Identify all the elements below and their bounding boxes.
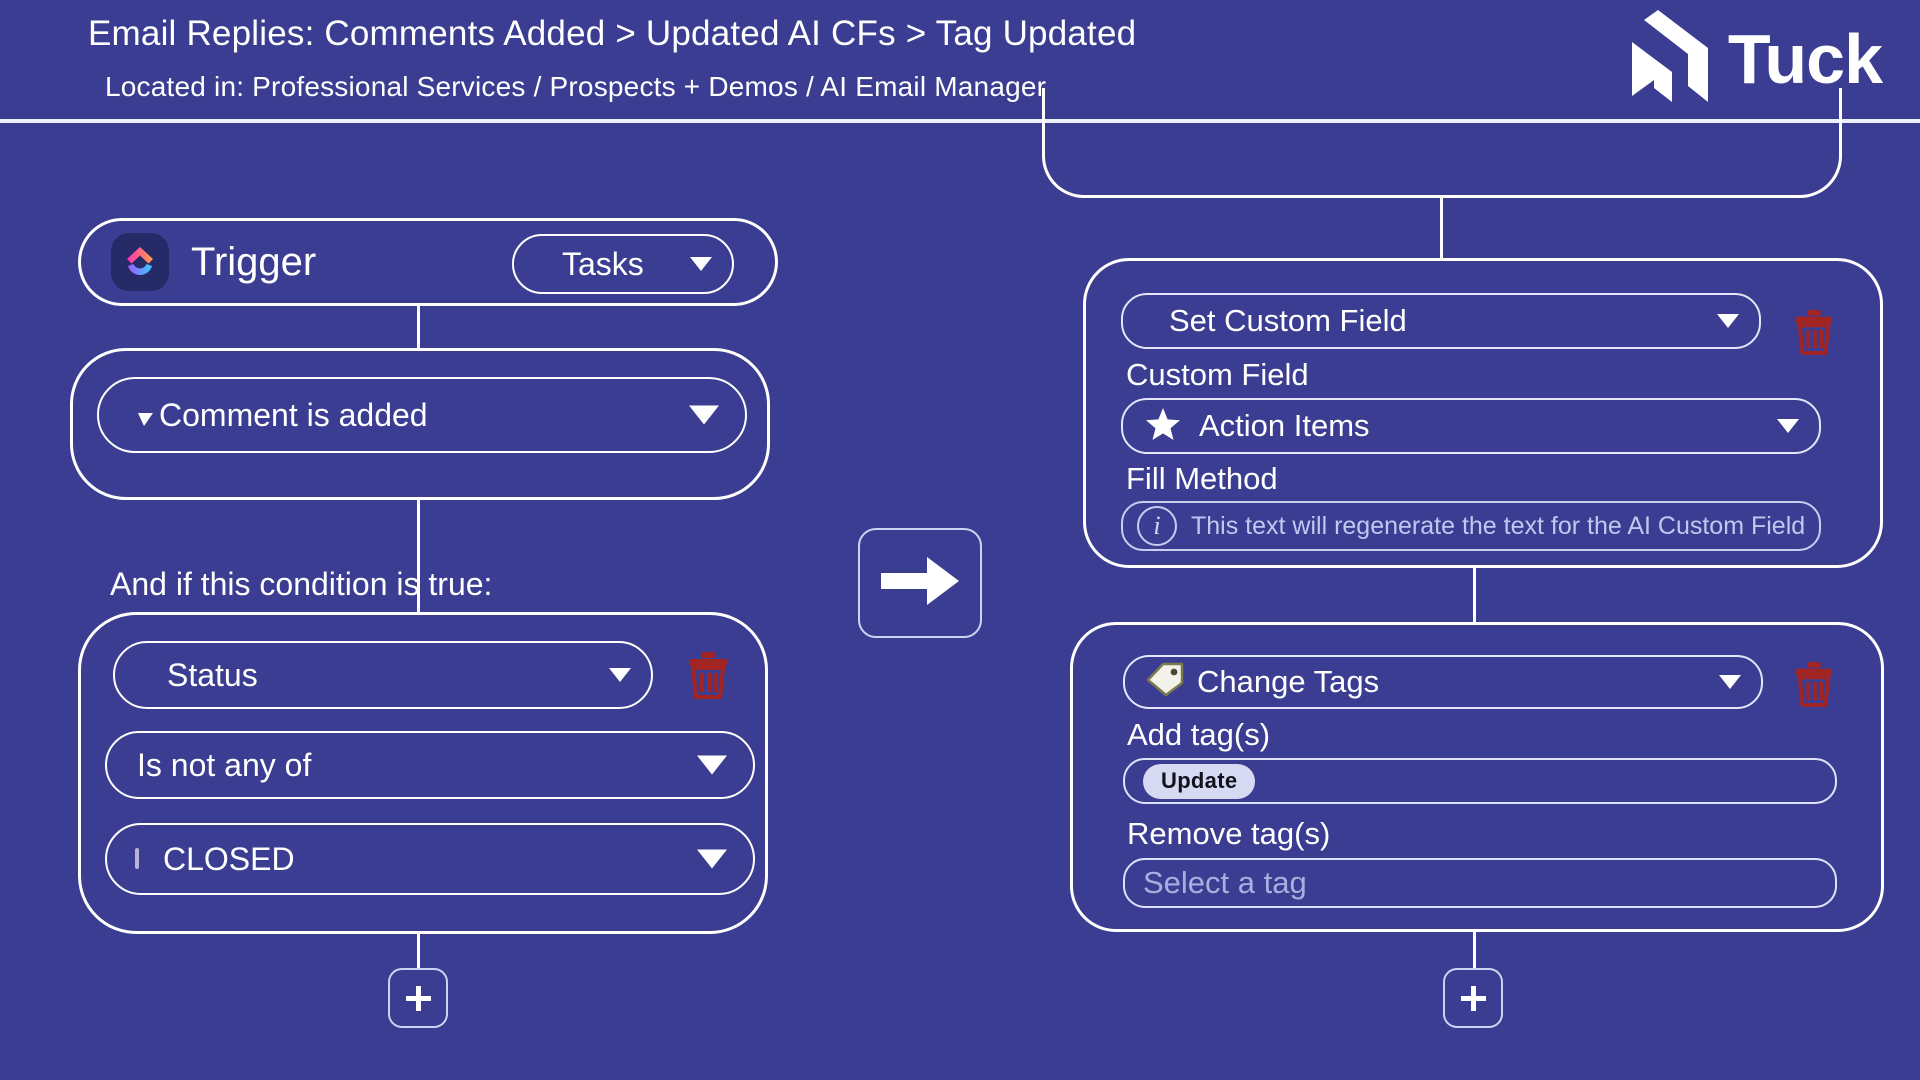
page-header: Email Replies: Comments Added > Updated … bbox=[0, 0, 1920, 119]
brand-name: Tuck bbox=[1727, 19, 1883, 98]
connector-tags-to-add bbox=[1473, 932, 1476, 970]
trash-icon[interactable] bbox=[686, 650, 730, 700]
top-connector-container bbox=[1042, 88, 1842, 198]
trigger-scope-value: Tasks bbox=[562, 245, 644, 282]
condition-operator-value: Is not any of bbox=[137, 746, 312, 783]
remove-tags-label: Remove tag(s) bbox=[1127, 816, 1331, 851]
action-type-select-cf[interactable]: Set Custom Field bbox=[1121, 293, 1761, 349]
fill-method-info-text: This text will regenerate the text for t… bbox=[1191, 511, 1806, 540]
add-tags-field[interactable]: Update bbox=[1123, 758, 1837, 804]
custom-field-select[interactable]: Action Items bbox=[1121, 398, 1821, 454]
add-step-button-left[interactable] bbox=[388, 968, 448, 1028]
status-color-swatch bbox=[135, 848, 139, 869]
trigger-label: Trigger bbox=[191, 239, 317, 284]
chevron-down-icon bbox=[1777, 419, 1799, 433]
action-type-value-tags: Change Tags bbox=[1197, 664, 1380, 699]
condition-operator-select[interactable]: Is not any of bbox=[105, 731, 755, 799]
connector-condition-to-add bbox=[417, 934, 420, 970]
event-select[interactable]: Comment is added bbox=[97, 377, 747, 453]
action-type-value-cf: Set Custom Field bbox=[1169, 303, 1407, 338]
condition-value-text: CLOSED bbox=[163, 840, 295, 877]
brand-logo: Tuck bbox=[1622, 8, 1883, 109]
page-title: Email Replies: Comments Added > Updated … bbox=[88, 14, 1137, 53]
remove-tags-placeholder: Select a tag bbox=[1143, 865, 1307, 900]
chevron-down-icon bbox=[1719, 675, 1741, 689]
event-node: Comment is added bbox=[70, 348, 770, 500]
trigger-scope-select[interactable]: Tasks bbox=[512, 234, 734, 294]
condition-value-select[interactable]: CLOSED bbox=[105, 823, 755, 895]
add-tags-label: Add tag(s) bbox=[1127, 717, 1271, 752]
custom-field-value: Action Items bbox=[1199, 408, 1370, 443]
condition-label: And if this condition is true: bbox=[110, 566, 493, 602]
condition-field-value: Status bbox=[167, 656, 258, 693]
header-divider bbox=[0, 119, 1920, 123]
chevron-down-icon bbox=[697, 755, 727, 775]
chevron-down-icon bbox=[689, 405, 719, 425]
tag-icon bbox=[1145, 661, 1185, 702]
chevron-down-icon bbox=[1717, 314, 1739, 328]
trigger-node: Trigger Tasks bbox=[78, 218, 778, 306]
condition-node: Status Is not any of CLOSED bbox=[78, 612, 768, 934]
flow-direction-indicator bbox=[858, 528, 982, 638]
connector-cf-to-tags bbox=[1473, 568, 1476, 624]
clickup-logo-icon bbox=[111, 233, 169, 291]
connector-trigger-to-event bbox=[417, 285, 420, 351]
action-type-select-tags[interactable]: Change Tags bbox=[1123, 655, 1763, 709]
fill-method-info: i This text will regenerate the text for… bbox=[1121, 501, 1821, 551]
info-icon: i bbox=[1137, 506, 1177, 546]
arrow-right-icon bbox=[879, 553, 961, 614]
tuck-chevron-logo-icon bbox=[1622, 8, 1714, 109]
action-change-tags-node: Change Tags Add tag(s) Update Remove tag… bbox=[1070, 622, 1884, 932]
custom-field-label: Custom Field bbox=[1126, 357, 1309, 392]
action-set-custom-field-node: Set Custom Field Custom Field Action Ite… bbox=[1083, 258, 1883, 568]
chevron-down-icon bbox=[697, 849, 727, 869]
remove-tags-field[interactable]: Select a tag bbox=[1123, 858, 1837, 908]
connector-event-to-condition bbox=[417, 500, 420, 620]
trash-icon[interactable] bbox=[1793, 308, 1837, 358]
trash-icon[interactable] bbox=[1793, 660, 1837, 710]
add-step-button-right[interactable] bbox=[1443, 968, 1503, 1028]
breadcrumb: Located in: Professional Services / Pros… bbox=[105, 71, 1047, 102]
connector-top-to-cf bbox=[1440, 198, 1443, 262]
fill-method-label: Fill Method bbox=[1126, 461, 1278, 496]
tag-chip[interactable]: Update bbox=[1143, 763, 1256, 799]
star-icon bbox=[1145, 407, 1181, 446]
condition-field-select[interactable]: Status bbox=[113, 641, 653, 709]
chevron-down-icon bbox=[690, 257, 712, 271]
chevron-down-icon bbox=[609, 668, 631, 682]
event-value: Comment is added bbox=[159, 396, 428, 433]
